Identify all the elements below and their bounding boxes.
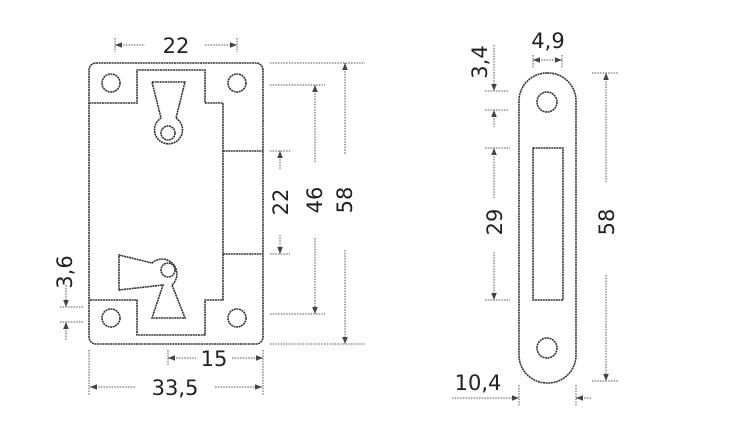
lock-dimensions: 22 58 46 22 3,6 15 33,5	[53, 34, 365, 400]
screw-hole-icon	[227, 73, 247, 93]
strike-plate-outline	[518, 72, 577, 384]
keyhole-bottom-icon	[118, 253, 187, 319]
lock-plate-outline	[88, 62, 264, 345]
dim-total-height-label: 58	[595, 209, 619, 236]
strike-slot	[532, 147, 564, 301]
dim-width-label: 10,4	[455, 371, 502, 395]
dim-slot-height-label: 29	[483, 209, 507, 236]
dim-total-height-label: 58	[333, 187, 357, 214]
dim-top-width-label: 22	[163, 34, 190, 58]
screw-hole-icon	[101, 308, 121, 328]
keyhole-top-icon	[150, 81, 187, 145]
screw-hole-icon	[227, 308, 247, 328]
dim-total-width-label: 33,5	[152, 376, 199, 400]
dim-bolt-height-label: 22	[269, 189, 293, 216]
screw-hole-icon	[101, 73, 121, 93]
dim-hole-offset-label: 3,4	[468, 45, 492, 78]
strike-plate-dimensions: 4,9 3,4 29 58 10,4	[452, 29, 619, 406]
lock-body	[88, 62, 264, 345]
dim-hole-diameter-label: 4,9	[531, 29, 564, 53]
screw-hole-icon	[536, 337, 558, 359]
screw-hole-icon	[536, 91, 558, 113]
dim-edge-offset-label: 3,6	[53, 255, 77, 288]
lock-case-outline	[89, 69, 224, 336]
dim-hole-spacing-label: 46	[303, 187, 327, 214]
strike-plate	[518, 72, 577, 384]
dim-bolt-depth-label: 15	[201, 347, 228, 371]
bolt-recess	[223, 150, 263, 255]
